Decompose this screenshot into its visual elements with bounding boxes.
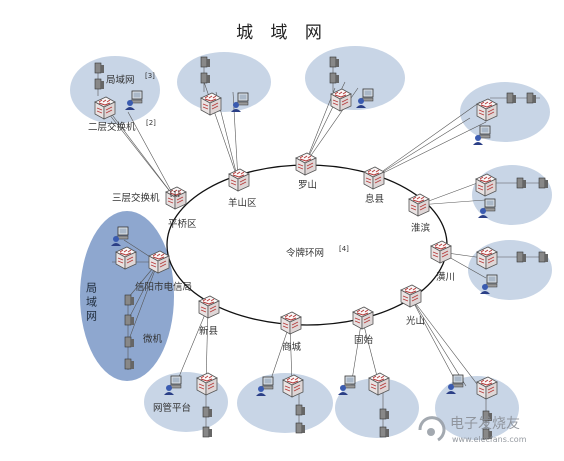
lan-cluster (435, 376, 519, 440)
l3-switch-label: 三层交换机 (112, 192, 160, 204)
l2-switch-note: [2] (146, 119, 156, 127)
node-label-pingqiao: 平桥区 (168, 218, 197, 230)
node-label-xinyang-telecom: 信阳市电信局 (135, 281, 192, 293)
node-label-yangshan: 羊山区 (228, 197, 257, 209)
switch-luoshan (295, 152, 317, 176)
lan-cluster (305, 46, 405, 110)
switch-xinyang-telecom (148, 250, 170, 274)
switch-guangshan (400, 284, 422, 308)
diagram-title: 城 域 网 (236, 23, 328, 43)
host-label: 微机 (143, 333, 163, 345)
watermark-brand: 电子发烧友 (450, 416, 520, 432)
switch-shangcheng (280, 311, 302, 335)
ring-note: [4] (339, 245, 349, 253)
links (97, 62, 545, 436)
lan-big-label: 局域网 (85, 282, 98, 324)
node-label-xixian: 息县 (365, 193, 384, 205)
l2-switch-label: 二层交换机 (88, 121, 136, 133)
lan-cluster (468, 240, 552, 300)
node-label-xinxian: 新县 (199, 325, 218, 337)
l3-switch-note: [1] (170, 190, 180, 198)
node-label-shangcheng: 商城 (282, 341, 302, 353)
node-label-gushi: 固始 (354, 334, 374, 346)
watermark-url: www.elecfans.com (452, 435, 527, 444)
switch-xinxian (198, 295, 220, 319)
watermark: 电子发烧友 www.elecfans.com (418, 416, 527, 444)
node-label-luoshan: 罗山 (298, 180, 317, 191)
node-label-guangshan: 光山 (406, 315, 425, 327)
lan-label: 局域网 (106, 74, 135, 86)
switch-xixian (363, 166, 385, 190)
switch-gushi (352, 306, 374, 330)
lan-label-note: [3] (145, 72, 155, 80)
switch-huaibin (408, 193, 430, 217)
ring-label: 令牌环网 (286, 247, 324, 259)
lan-cluster (177, 52, 271, 112)
node-label-huaibin: 淮滨 (411, 222, 431, 234)
switch-huangchuan (430, 240, 452, 264)
switch-yangshan (228, 168, 250, 192)
lan-cluster (335, 378, 419, 438)
lan-cluster (460, 82, 550, 142)
netmgmt-label: 网管平台 (153, 402, 191, 414)
lan-cluster (70, 56, 160, 124)
node-label-huangchuan: 潢川 (436, 271, 455, 283)
